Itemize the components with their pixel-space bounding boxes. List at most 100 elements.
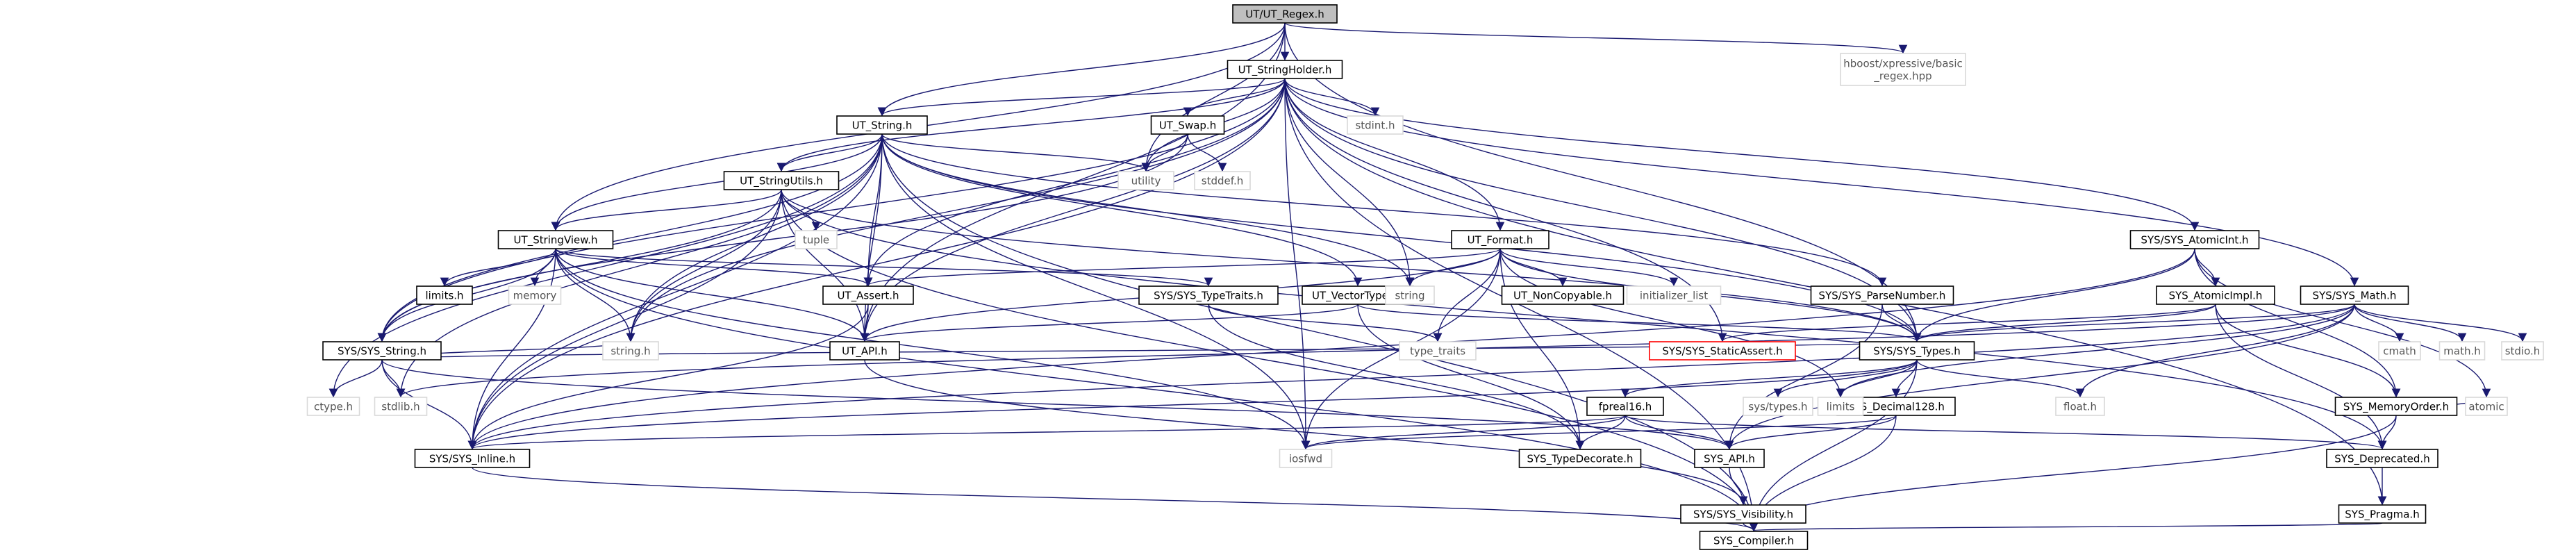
node-xpress: hboost/xpressive/basic_regex.hpp: [1840, 53, 1966, 86]
node-limits-h[interactable]: limits.h: [416, 285, 473, 305]
node-memory: memory: [508, 285, 562, 305]
edge-sysstring-to-stdlib: [381, 359, 406, 398]
node-noncopy[interactable]: UT_NonCopyable.h: [1501, 285, 1624, 305]
node-label: sys/types.h: [1748, 401, 1807, 413]
node-box: [1347, 115, 1404, 135]
edge-atomicint-to-memorder: [2194, 248, 2401, 398]
edge-math-to-systypes: [1912, 304, 2355, 342]
edge-string-to-sysstring: [377, 133, 883, 342]
node-atomicint[interactable]: SYS/SYS_AtomicInt.h: [2129, 230, 2260, 249]
node-math[interactable]: SYS/SYS_Math.h: [2300, 285, 2409, 305]
node-label: UT_String.h: [852, 119, 913, 133]
node-label: stdint.h: [1355, 119, 1395, 132]
node-cmath: cmath: [2378, 341, 2421, 361]
node-label: UT_API.h: [842, 345, 888, 358]
edge-vectortypes-to-typedecorate: [1357, 304, 1585, 450]
edge-vectortypes-to-systypes: [1357, 304, 1921, 342]
node-utility: utility: [1117, 171, 1174, 190]
edge-strview-to-typetraits_sys: [555, 248, 1213, 287]
edge-string-to-iosfwd: [881, 133, 1311, 450]
node-strview[interactable]: UT_StringView.h: [497, 230, 614, 249]
edge-strview-to-compiler: [555, 248, 1759, 532]
node-label: UT_StringHolder.h: [1238, 64, 1332, 77]
node-label: SYS/SYS_Inline.h: [429, 453, 515, 466]
node-box: [1451, 230, 1549, 249]
node-deprecated[interactable]: SYS_Deprecated.h: [2326, 449, 2438, 468]
node-box: [2055, 397, 2105, 416]
edge-decimal-to-iosfwd: [1302, 415, 1897, 450]
node-atomicimpl[interactable]: SYS_AtomicImpl.h: [2156, 285, 2275, 305]
node-box: [414, 449, 531, 468]
node-compiler[interactable]: SYS_Compiler.h: [1699, 531, 1809, 550]
node-label: UT/UT_Regex.h: [1245, 8, 1324, 22]
node-typetraits-sys[interactable]: SYS/SYS_TypeTraits.h: [1138, 285, 1279, 305]
node-label: float.h: [2063, 401, 2097, 413]
edge-systypes-to-float: [1916, 359, 2085, 398]
edge-holder-to-assert: [863, 78, 1286, 287]
edge-root-to-xpress: [1284, 22, 1907, 54]
node-stddef: stddef.h: [1194, 171, 1251, 190]
node-string[interactable]: UT_String.h: [836, 115, 928, 135]
node-label: SYS/SYS_StaticAssert.h: [1662, 345, 1782, 358]
edge-root-to-utility: [1141, 22, 1286, 172]
node-limits: limits: [1817, 397, 1864, 416]
node-label: SYS/SYS_Math.h: [2313, 290, 2397, 303]
node-visibility[interactable]: SYS/SYS_Visibility.h: [1680, 504, 1806, 524]
node-label: stdio.h: [2505, 345, 2541, 358]
edge-math-to-stdlib: [397, 304, 2355, 398]
edge-strutils-to-inline: [467, 189, 782, 450]
edge-string-to-strutils: [776, 133, 883, 172]
node-label: SYS_Compiler.h: [1713, 535, 1794, 548]
node-box: [2156, 285, 2275, 305]
node-staticassert[interactable]: SYS/SYS_StaticAssert.h: [1649, 341, 1796, 361]
edge-systypes-to-compiler: [1749, 359, 1918, 532]
edge-math-to-stdio: [2354, 304, 2527, 342]
node-box: [1518, 449, 1642, 468]
node-fpreal16[interactable]: fpreal16.h: [1586, 397, 1664, 416]
node-swap[interactable]: UT_Swap.h: [1150, 115, 1225, 135]
edge-strutils-to-strview: [551, 189, 782, 231]
node-box: [1501, 285, 1624, 305]
node-box: [1699, 531, 1809, 550]
node-sysstring[interactable]: SYS/SYS_String.h: [322, 341, 442, 361]
node-label: string.h: [610, 345, 650, 358]
node-utapi[interactable]: UT_API.h: [829, 341, 900, 361]
edge-string-to-stringh: [626, 133, 883, 342]
edge-string-to-compiler: [881, 133, 1759, 532]
node-box: [836, 115, 928, 135]
node-holder[interactable]: UT_StringHolder.h: [1227, 60, 1343, 79]
node-pragma[interactable]: SYS_Pragma.h: [2338, 504, 2427, 524]
node-strutils[interactable]: UT_StringUtils.h: [723, 171, 840, 190]
edge-string-to-vectortypes: [881, 133, 1363, 287]
node-label: iosfwd: [1289, 453, 1322, 465]
edge-fpreal16-to-sysapi: [1624, 415, 1734, 450]
node-label: atomic: [2468, 401, 2504, 413]
node-format[interactable]: UT_Format.h: [1451, 230, 1549, 249]
node-label: SYS/SYS_Types.h: [1873, 345, 1961, 358]
node-sysapi[interactable]: SYS_API.h: [1694, 449, 1765, 468]
node-root[interactable]: UT/UT_Regex.h: [1232, 4, 1338, 24]
node-label: UT_NonCopyable.h: [1513, 290, 1612, 303]
node-box: [1227, 60, 1343, 79]
edges-layer: [329, 22, 2527, 532]
node-label: type_traits: [1410, 345, 1465, 358]
node-stdlib: stdlib.h: [374, 397, 428, 416]
node-box: [497, 230, 614, 249]
node-label: SYS_Deprecated.h: [2334, 453, 2429, 466]
edge-strview-to-limits_h: [440, 248, 556, 287]
node-assert[interactable]: UT_Assert.h: [822, 285, 914, 305]
node-parsenum[interactable]: SYS/SYS_ParseNumber.h: [1810, 285, 1954, 305]
node-memorder[interactable]: SYS_MemoryOrder.h: [2334, 397, 2458, 416]
edge-sysstring-to-ctype: [329, 359, 383, 398]
node-inline[interactable]: SYS/SYS_Inline.h: [414, 449, 531, 468]
node-box: [2300, 285, 2409, 305]
node-box: [1626, 285, 1722, 305]
node-box: [306, 397, 360, 416]
edge-atomicimpl-to-staticassert: [1718, 304, 2216, 342]
node-label: tuple: [803, 234, 829, 247]
edge-strutils-to-deprecated: [781, 189, 2387, 450]
edge-parsenum-to-sysapi: [1725, 304, 1883, 450]
node-typedecorate[interactable]: SYS_TypeDecorate.h: [1518, 449, 1642, 468]
node-label: SYS/SYS_AtomicInt.h: [2141, 234, 2248, 247]
node-systypes[interactable]: SYS/SYS_Types.h: [1859, 341, 1975, 361]
